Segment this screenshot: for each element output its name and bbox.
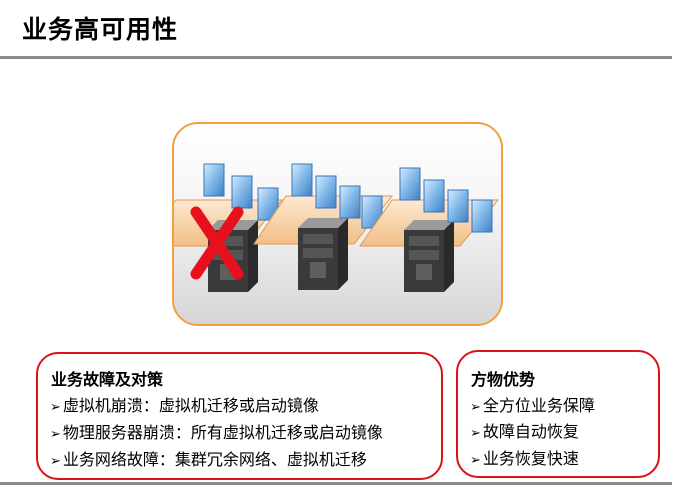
server-diagram xyxy=(174,163,500,292)
advantages-box: 方物优势 ➢全方位业务保障 ➢故障自动恢复 ➢业务恢复快速 xyxy=(456,350,660,478)
list-item: ➢业务恢复快速 xyxy=(470,449,579,468)
arrowhead-icon: ➢ xyxy=(470,400,481,415)
vm-icon xyxy=(399,167,421,201)
faults-box: 业务故障及对策 ➢虚拟机崩溃：虚拟机迁移或启动镜像 ➢物理服务器崩溃：所有虚拟机… xyxy=(36,352,443,480)
server-tower xyxy=(298,218,348,290)
title-divider xyxy=(0,56,672,59)
server-tower xyxy=(208,220,258,292)
list-item: ➢物理服务器崩溃：所有虚拟机迁移或启动镜像 xyxy=(50,423,383,442)
footer-divider xyxy=(0,482,672,485)
list-item: ➢故障自动恢复 xyxy=(470,422,579,441)
list-item: ➢业务网络故障：集群冗余网络、虚拟机迁移 xyxy=(50,450,367,469)
arrowhead-icon: ➢ xyxy=(470,453,481,468)
vm-icon xyxy=(315,175,337,209)
vm-icon xyxy=(423,179,445,213)
server-2 xyxy=(253,163,394,290)
advantages-title: 方物优势 xyxy=(471,370,536,389)
server-3 xyxy=(359,167,500,292)
server-tower xyxy=(404,220,454,292)
vm-icon xyxy=(339,185,361,219)
vm-icon xyxy=(203,163,225,197)
vm-icon xyxy=(471,199,493,233)
arrowhead-icon: ➢ xyxy=(50,400,61,415)
arrowhead-icon: ➢ xyxy=(50,454,61,469)
vm-icon xyxy=(447,189,469,223)
vm-icon xyxy=(291,163,313,197)
server-diagram-panel xyxy=(172,122,503,326)
server-1 xyxy=(174,163,284,292)
faults-title: 业务故障及对策 xyxy=(51,370,164,389)
arrowhead-icon: ➢ xyxy=(50,427,61,442)
list-item: ➢虚拟机崩溃：虚拟机迁移或启动镜像 xyxy=(50,396,319,415)
vm-icon xyxy=(257,187,279,221)
arrowhead-icon: ➢ xyxy=(470,426,481,441)
page-title: 业务高可用性 xyxy=(22,15,179,44)
failure-x-icon xyxy=(190,206,244,280)
vm-icon xyxy=(231,175,253,209)
list-item: ➢全方位业务保障 xyxy=(470,396,595,415)
